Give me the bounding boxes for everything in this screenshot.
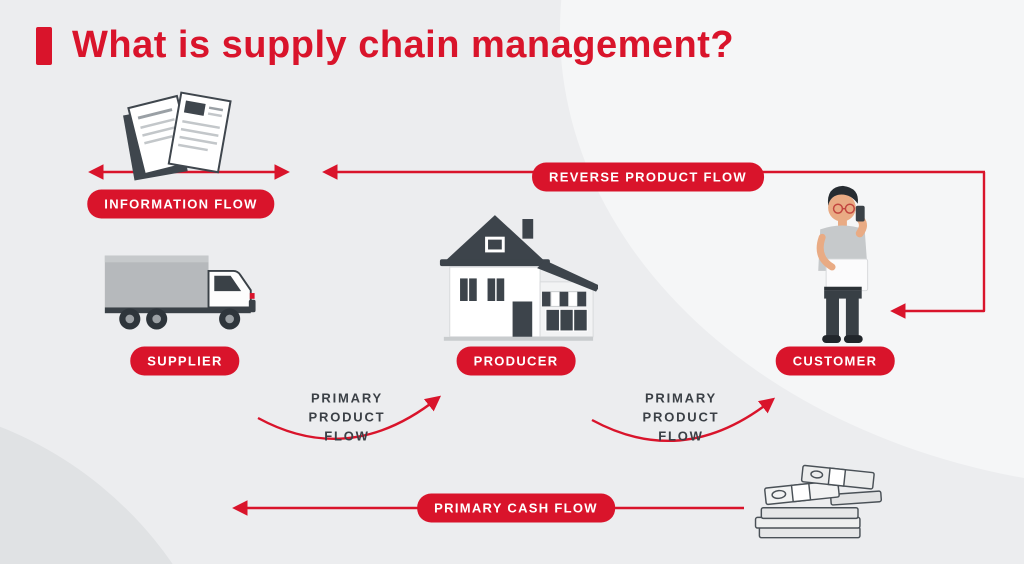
title-row: What is supply chain management? — [36, 24, 734, 67]
person-icon — [780, 180, 895, 348]
producer-to-customer-arrow — [591, 397, 776, 442]
primary-cash-flow-label: PRIMARY CASH FLOW — [417, 493, 615, 523]
information-flow-label: INFORMATION FLOW — [87, 189, 275, 219]
customer-label: CUSTOMER — [775, 346, 895, 376]
supplier-to-producer-arrow — [257, 395, 442, 440]
reverse-flow-to-customer-arrow — [890, 172, 986, 319]
title-accent-bar — [36, 26, 52, 65]
supplier-label: SUPPLIER — [130, 346, 240, 376]
documents-icon — [112, 86, 240, 188]
reverse-product-flow-label: REVERSE PRODUCT FLOW — [532, 162, 764, 192]
primary-product-flow-left-label: PRIMARY PRODUCT FLOW — [308, 390, 386, 444]
producer-label: PRODUCER — [456, 346, 576, 376]
primary-product-flow-right-label: PRIMARY PRODUCT FLOW — [642, 390, 720, 444]
house-icon — [436, 204, 598, 344]
money-stack-icon — [742, 450, 887, 550]
truck-icon — [100, 246, 270, 342]
page-title: What is supply chain management? — [72, 24, 735, 66]
